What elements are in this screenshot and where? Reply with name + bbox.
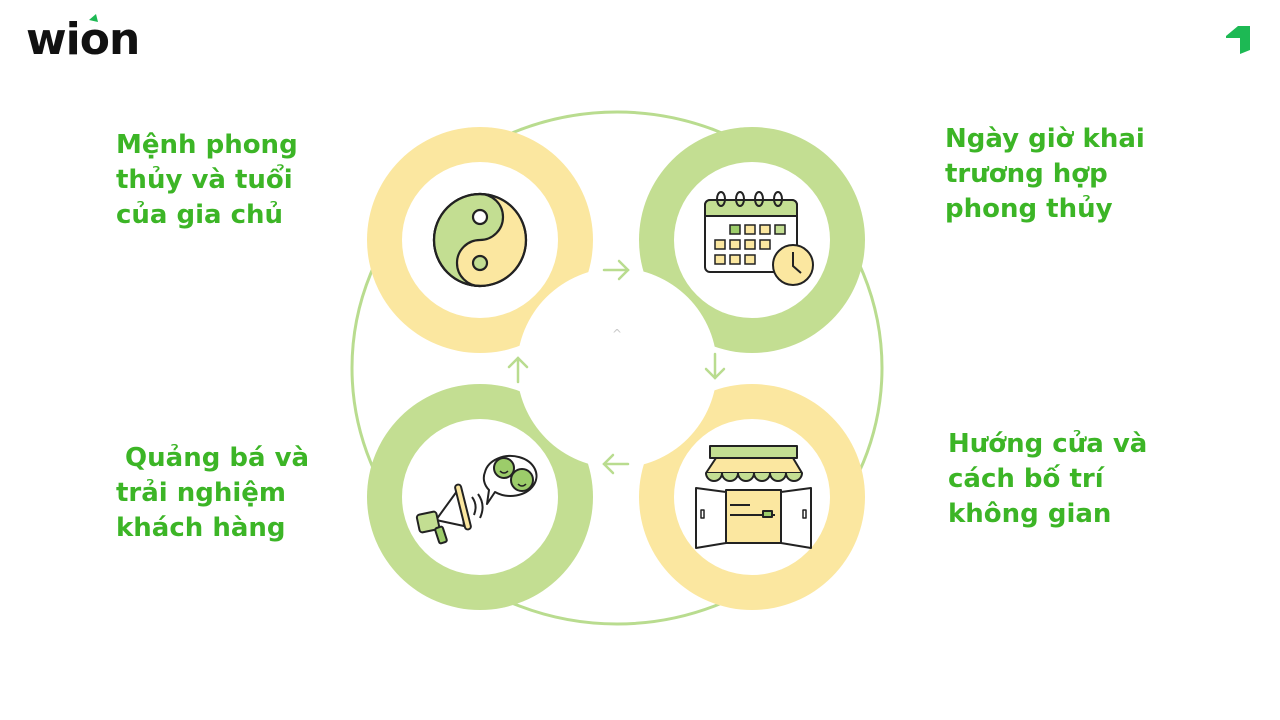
label-line: trải nghiệm <box>116 478 287 508</box>
label-line: Hướng cửa và <box>948 429 1148 459</box>
label-line: Mệnh phong <box>116 130 298 160</box>
label-line: trương hợp <box>945 159 1108 189</box>
wion-logo: wion <box>26 14 166 64</box>
step-label-bottom-left: Quảng bá và trải nghiệm khách hàng <box>116 441 309 546</box>
arrow-up-right-icon <box>1226 26 1250 54</box>
megaphone-smiley-icon <box>415 454 538 545</box>
label-line: phong thủy <box>945 194 1113 224</box>
storefront-icon <box>695 445 812 549</box>
label-line: thủy và tuổi <box>116 165 293 195</box>
center-hub <box>517 268 717 468</box>
label-line: không gian <box>948 499 1112 529</box>
step-label-bottom-right: Hướng cửa và cách bố trí không gian <box>948 427 1147 532</box>
arrow-left-icon <box>602 453 630 475</box>
center-glyph: ^ <box>612 327 622 341</box>
logo-accent-icon <box>89 14 98 22</box>
label-line: Ngày giờ khai <box>945 124 1145 154</box>
step-label-top-left: Mệnh phong thủy và tuổi của gia chủ <box>116 128 298 233</box>
step-label-top-right: Ngày giờ khai trương hợp phong thủy <box>945 122 1145 227</box>
yin-yang-icon <box>432 192 528 288</box>
outer-cycle-ring <box>350 110 884 626</box>
label-line: khách hàng <box>116 513 286 543</box>
arrow-down-icon <box>704 352 726 380</box>
label-line: Quảng bá và <box>116 443 310 473</box>
label-line: cách bố trí <box>948 464 1104 494</box>
logo-text: wion <box>26 14 140 65</box>
arrow-right-icon <box>602 259 630 281</box>
calendar-clock-icon <box>704 191 814 286</box>
arrow-up-icon <box>507 356 529 384</box>
label-line: của gia chủ <box>116 200 284 230</box>
